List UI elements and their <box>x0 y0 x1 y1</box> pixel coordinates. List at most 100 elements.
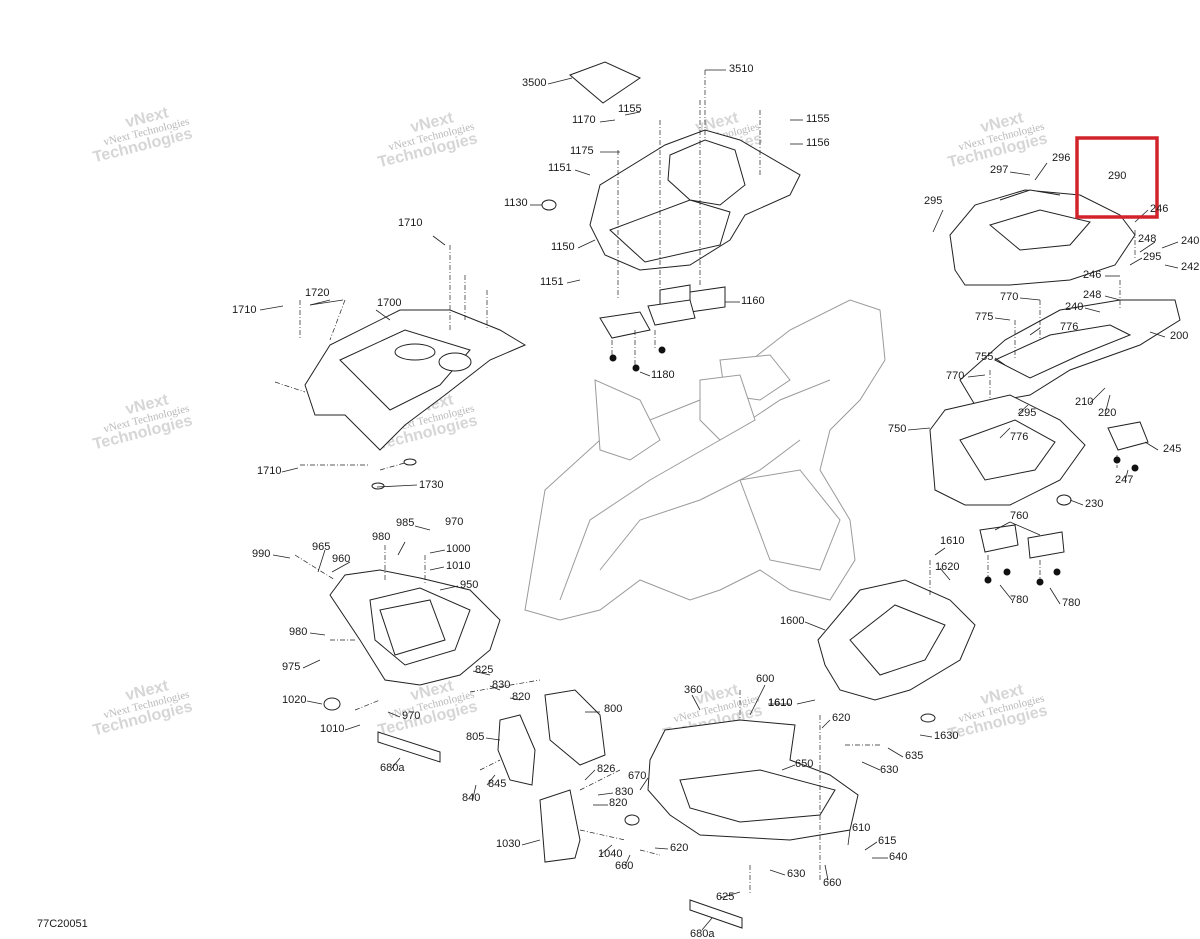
part-label-640: 640 <box>889 851 907 863</box>
bracket-1030 <box>539 789 581 863</box>
part-label-1130: 1130 <box>504 197 528 209</box>
part-label-620a: 620 <box>670 842 688 854</box>
part-label-210: 210 <box>1075 396 1093 408</box>
part-label-776a: 776 <box>1060 321 1078 333</box>
part-label-1155a: 1155 <box>618 103 642 115</box>
watermark: vNext vNext Technologies Technologies <box>946 109 1049 171</box>
part-label-295c: 295 <box>1018 407 1036 419</box>
part-label-1040: 1040 <box>598 848 622 860</box>
part-label-826: 826 <box>597 763 615 775</box>
part-label-630a: 630 <box>880 764 898 776</box>
part-label-1010b: 1010 <box>320 723 344 735</box>
part-label-630b: 630 <box>787 868 805 880</box>
part-label-830b: 830 <box>615 786 633 798</box>
left-panel-assembly <box>274 245 527 490</box>
part-label-1620: 1620 <box>935 561 959 573</box>
part-label-615: 615 <box>878 835 896 847</box>
part-label-975: 975 <box>282 661 300 673</box>
part-label-800: 800 <box>604 703 622 715</box>
part-label-1030: 1030 <box>496 838 520 850</box>
part-label-980b: 980 <box>289 626 307 638</box>
part-label-1610a: 1610 <box>940 535 964 547</box>
part-label-820b: 820 <box>609 797 627 809</box>
part-label-1730: 1730 <box>419 479 443 491</box>
part-label-780b: 780 <box>1062 597 1080 609</box>
part-label-248b: 248 <box>1083 289 1101 301</box>
part-label-245: 245 <box>1163 443 1181 455</box>
part-label-1020: 1020 <box>282 694 306 706</box>
part-label-247: 247 <box>1115 474 1133 486</box>
grommet-1020 <box>323 697 341 711</box>
bracket-800 <box>544 689 606 766</box>
part-label-670: 670 <box>628 770 646 782</box>
part-label-295a: 295 <box>924 195 942 207</box>
part-label-960: 960 <box>332 553 350 565</box>
part-label-295b: 295 <box>1143 251 1161 263</box>
watermark: vNext vNext Technologies Technologies <box>376 109 479 171</box>
part-label-980a: 980 <box>372 531 390 543</box>
part-label-297: 297 <box>990 164 1008 176</box>
part-label-650: 650 <box>795 758 813 770</box>
part-label-965: 965 <box>312 541 330 553</box>
part-label-1175: 1175 <box>570 145 594 157</box>
part-label-660a: 660 <box>615 860 633 872</box>
part-label-248a: 248 <box>1138 233 1156 245</box>
part-label-680a1: 680a <box>380 762 405 774</box>
part-label-200: 200 <box>1170 330 1188 342</box>
center-console-assembly <box>541 61 801 372</box>
drawing-code: 77C20051 <box>37 918 88 930</box>
cover-plate-3500 <box>569 61 642 104</box>
watermark: vNext vNext Technologies Technologies <box>91 677 194 739</box>
part-label-1156: 1156 <box>806 137 830 149</box>
part-label-1600: 1600 <box>780 615 804 627</box>
part-label-1150: 1150 <box>551 241 575 253</box>
part-label-780a: 780 <box>1010 594 1028 606</box>
part-label-825: 825 <box>475 664 493 676</box>
part-label-660b: 660 <box>823 877 841 889</box>
part-label-635: 635 <box>905 750 923 762</box>
part-label-1155b: 1155 <box>806 113 830 125</box>
part-label-240a: 240 <box>1181 235 1199 247</box>
part-label-296: 296 <box>1052 152 1070 164</box>
vehicle-frame-ghost <box>524 299 886 621</box>
part-label-830a: 830 <box>492 679 510 691</box>
part-label-246a: 246 <box>1150 203 1168 215</box>
part-label-1710c: 1710 <box>257 465 281 477</box>
bracket-assembly <box>469 679 626 863</box>
part-label-1000: 1000 <box>446 543 470 555</box>
part-label-246b: 246 <box>1083 269 1101 281</box>
part-label-600: 600 <box>756 673 774 685</box>
watermark: vNext vNext Technologies Technologies <box>91 104 194 166</box>
part-label-220: 220 <box>1098 407 1116 419</box>
right-storage-assembly <box>929 189 1181 586</box>
part-label-3500: 3500 <box>522 77 546 89</box>
part-label-755: 755 <box>975 351 993 363</box>
part-label-1610b: 1610 <box>768 697 792 709</box>
part-label-776b: 776 <box>1010 431 1028 443</box>
part-label-610: 610 <box>852 822 870 834</box>
part-label-990: 990 <box>252 548 270 560</box>
part-label-950: 950 <box>460 579 478 591</box>
left-bin-assembly <box>294 545 501 763</box>
part-label-242: 242 <box>1181 261 1199 273</box>
part-label-3510: 3510 <box>729 63 753 75</box>
leader-lines <box>259 69 1179 931</box>
part-label-1160: 1160 <box>741 295 765 307</box>
part-label-1710b: 1710 <box>232 304 256 316</box>
part-label-775: 775 <box>975 311 993 323</box>
part-label-625: 625 <box>716 891 734 903</box>
watermark: vNext vNext Technologies Technologies <box>91 391 194 453</box>
part-label-1610c: 1610 <box>768 697 792 709</box>
part-label-845: 845 <box>488 778 506 790</box>
part-label-840: 840 <box>462 792 480 804</box>
part-label-240b: 240 <box>1065 301 1083 313</box>
part-label-1170: 1170 <box>572 114 596 126</box>
part-label-805: 805 <box>466 731 484 743</box>
part-label-820a: 820 <box>512 691 530 703</box>
part-label-1010a: 1010 <box>446 560 470 572</box>
bracket-805 <box>497 714 536 786</box>
part-label-1151a: 1151 <box>548 162 572 174</box>
part-label-360: 360 <box>684 684 702 696</box>
part-label-1151b: 1151 <box>540 276 564 288</box>
